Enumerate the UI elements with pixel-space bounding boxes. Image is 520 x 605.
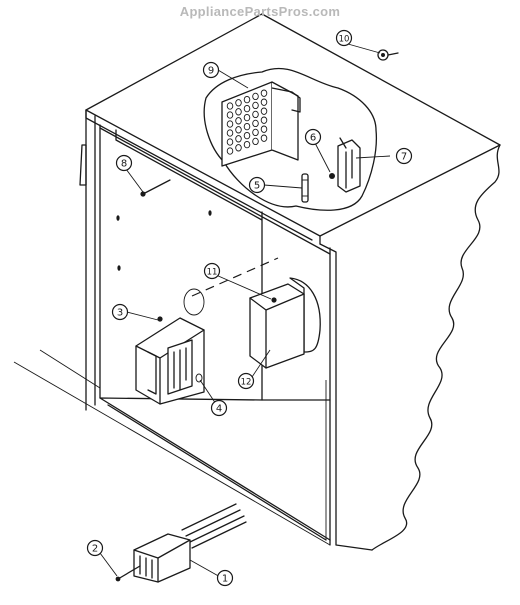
perforation-hole [235, 117, 242, 125]
perforation-hole [252, 137, 259, 146]
part-7-bracket [337, 137, 361, 193]
cabinet-floor [99, 397, 331, 541]
callout-number: 7 [401, 152, 407, 163]
part-4-control-box [135, 288, 205, 405]
part-3-screw [157, 316, 163, 322]
callout-number: 6 [310, 133, 316, 144]
callout-circle [210, 399, 228, 417]
callout-8: 8 [115, 154, 133, 172]
callout-10: 10 [335, 29, 353, 47]
perforation-hole [260, 89, 268, 97]
perforation-hole [260, 116, 268, 124]
perforation-hole [226, 129, 234, 137]
part-10-nut [377, 49, 399, 61]
cabinet-left-panel [85, 109, 101, 411]
callout-circle [335, 29, 353, 47]
perforation-hole [235, 108, 242, 116]
panel-mounting-holes [116, 210, 212, 271]
callout-number: 11 [207, 268, 218, 278]
callout-5: 5 [248, 176, 266, 194]
perforation-hole [252, 128, 259, 137]
perforation-hole [252, 110, 259, 119]
cabinet-right-torn-edge [371, 144, 501, 551]
callout-3: 3 [111, 303, 129, 321]
callout-number: 8 [121, 159, 127, 170]
callout-circle [304, 128, 322, 146]
part-1-connector [133, 503, 247, 583]
perforation-hole [235, 126, 242, 134]
callout-circle [237, 372, 255, 390]
callout-circle [248, 176, 266, 194]
perforation-hole [260, 134, 268, 142]
callout-number: 3 [117, 308, 123, 319]
alignment-dashed-line [191, 257, 279, 297]
perforation-hole [243, 122, 251, 131]
callout-circle [111, 303, 129, 321]
perforation-hole [235, 99, 242, 107]
callout-7: 7 [395, 147, 413, 165]
perforation-hole [226, 147, 234, 155]
callout-circle [216, 569, 234, 587]
perforation-hole [235, 135, 242, 143]
perforation-hole [260, 125, 268, 133]
part-8-screw [140, 179, 171, 197]
perforation-hole [243, 95, 251, 104]
callout-number: 9 [208, 66, 214, 77]
callout-12: 12 [237, 372, 255, 390]
part-12-transformer [249, 277, 321, 369]
callout-circle [395, 147, 413, 165]
perforation-holes [226, 89, 268, 155]
callout-circle [115, 154, 133, 172]
perforation-hole [243, 131, 251, 140]
callout-number: 12 [241, 378, 252, 388]
callout-4: 4 [210, 399, 228, 417]
cabinet-right-panel-edge [319, 243, 373, 551]
perforation-hole [243, 140, 251, 149]
perforation-hole [226, 111, 234, 119]
callout-number: 4 [216, 404, 222, 415]
watermark: AppliancePartsPros.com [179, 4, 341, 19]
perforation-hole [235, 144, 242, 152]
perforation-hole [252, 119, 259, 128]
perforation-hole [226, 138, 234, 146]
callout-number: 1 [222, 574, 228, 585]
callout-number: 5 [254, 181, 260, 192]
detail-inset-outline [203, 67, 378, 211]
leader-lines [99, 43, 391, 579]
callout-circle [202, 61, 220, 79]
callout-6: 6 [304, 128, 322, 146]
callout-circle [86, 539, 104, 557]
perforation-hole [252, 101, 259, 110]
callout-circle [203, 262, 221, 280]
floor-perspective-lines [13, 349, 331, 546]
perforation-hole [243, 104, 251, 113]
part-6-screw [329, 173, 335, 179]
perforation-hole [260, 98, 268, 106]
callout-2: 2 [86, 539, 104, 557]
callout-9: 9 [202, 61, 220, 79]
perforation-hole [226, 120, 234, 128]
perforation-hole [226, 102, 234, 110]
perforation-hole [252, 92, 259, 101]
perforation-hole [243, 113, 251, 122]
part-5-fuse [301, 173, 309, 203]
callout-number: 10 [339, 35, 350, 45]
callout-11: 11 [203, 262, 221, 280]
perforation-hole [260, 107, 268, 115]
cabinet-left-hinge [79, 144, 87, 186]
callout-1: 1 [216, 569, 234, 587]
part-2-pin [115, 565, 141, 582]
callout-number: 2 [92, 544, 98, 555]
